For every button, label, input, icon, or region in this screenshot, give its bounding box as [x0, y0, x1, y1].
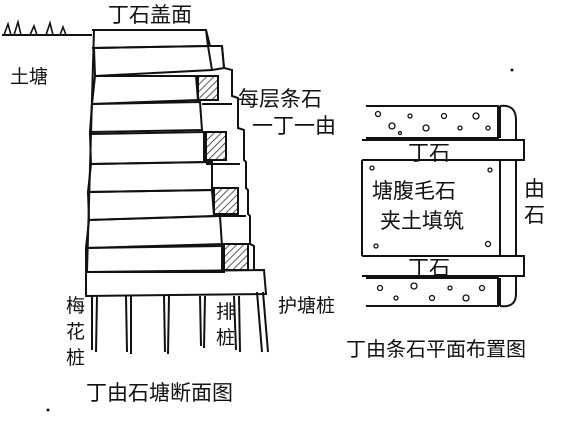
- row-pile-label-2: 桩: [216, 327, 235, 349]
- ground-grass: [2, 18, 92, 36]
- pile: [199, 295, 206, 349]
- outer-face: [205, 29, 258, 271]
- scan-speck: [46, 408, 50, 412]
- pile: [233, 295, 241, 353]
- layer-note-line1: 每层条石: [238, 87, 322, 111]
- seawall-section: [2, 18, 269, 355]
- header-stone-top-label: 丁石: [408, 141, 450, 165]
- fill-band-bottom: [366, 277, 499, 307]
- layer-note-line2: 一丁一由: [252, 114, 336, 138]
- rubble-texture: [369, 110, 493, 302]
- cap-stone: [91, 29, 210, 49]
- plan-caption: 丁由条石平面布置图: [346, 337, 526, 361]
- plum-pile-label-1: 梅: [66, 295, 85, 317]
- core-label-line1: 塘腹毛石: [372, 179, 456, 203]
- header-stone-bottom: [362, 255, 525, 277]
- stretcher-label-2: 石: [524, 203, 545, 227]
- section-caption: 丁由石塘断面图: [86, 381, 233, 405]
- pile: [91, 295, 98, 353]
- cap-stone-label: 丁石盖面: [108, 3, 192, 27]
- base-slab: [85, 268, 268, 298]
- core-label-line2: 夹土填筑: [380, 209, 464, 233]
- header-stone-top: [362, 139, 525, 161]
- seawall-plan: [361, 104, 525, 308]
- fill-band-top: [366, 105, 499, 139]
- stretcher-stone-right: [499, 104, 517, 308]
- header-stones-hatched: [197, 75, 249, 271]
- row-pile-label-1: 排: [216, 301, 235, 323]
- pile: [163, 295, 170, 355]
- header-stone-bottom-label: 丁石: [408, 256, 450, 280]
- core-fill-area: [361, 160, 501, 256]
- stretcher-label-1: 由: [524, 177, 545, 201]
- guard-pile-label: 护塘桩: [278, 295, 335, 317]
- pile: [256, 291, 269, 353]
- pile: [125, 295, 132, 354]
- scan-speck: [510, 68, 514, 72]
- piles: [91, 291, 269, 355]
- earth-fill-label: 土塘: [10, 66, 48, 88]
- plum-pile-label-2: 花: [66, 321, 85, 343]
- plum-pile-label-3: 桩: [66, 347, 85, 369]
